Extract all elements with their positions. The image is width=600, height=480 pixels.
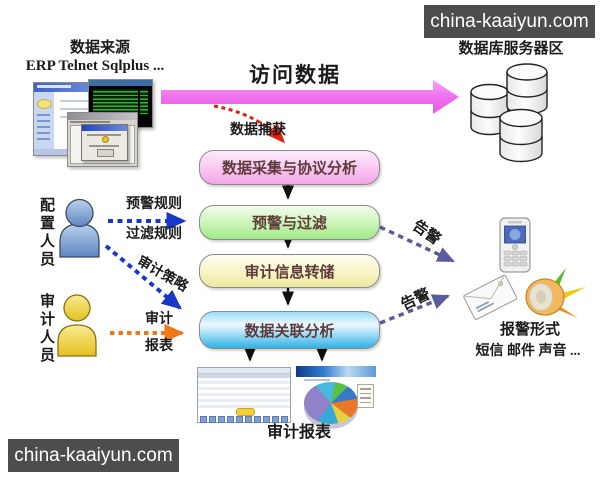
report-table-header xyxy=(198,374,290,378)
source-window-dialog xyxy=(67,112,138,167)
audit-user-icon xyxy=(57,294,97,357)
filter-rule-label: 过滤规则 xyxy=(126,227,182,242)
flow-box-analyze: 数据关联分析 xyxy=(199,311,380,349)
report-table-pagination xyxy=(200,416,288,423)
report-chart-thumbnail xyxy=(296,366,376,428)
modal-text-line2 xyxy=(89,145,119,147)
data-source-title: 数据来源 xyxy=(69,40,130,56)
report-table-thumbnail xyxy=(197,367,291,423)
sound-icon xyxy=(525,268,586,318)
modal-warning-icon xyxy=(102,136,109,143)
dialog-modal xyxy=(81,124,128,161)
terminal-text-column xyxy=(140,89,148,115)
erp-titlebar xyxy=(34,83,117,92)
report-label: 报表 xyxy=(145,339,173,354)
capture-arrow xyxy=(213,104,286,144)
mail-icon xyxy=(463,274,518,320)
pie-chart-icon xyxy=(304,382,358,425)
erp-sidebar xyxy=(34,92,54,149)
watermark-top-right: china-kaaiyun.com xyxy=(424,5,595,38)
access-data-label: 访问数据 xyxy=(249,63,341,87)
policy-arrow xyxy=(104,244,182,310)
flow-box-store: 审计信息转储 xyxy=(199,254,380,288)
report-chart-banner xyxy=(296,366,376,377)
erp-logo-oval xyxy=(37,99,52,109)
warn-rule-label: 预警规则 xyxy=(126,197,182,212)
capture-label: 数据捕获 xyxy=(230,123,286,138)
dialog-menu xyxy=(70,121,110,123)
config-user-label: 配置人员 xyxy=(38,197,54,269)
watermark-bottom-left: china-kaaiyun.com xyxy=(8,439,179,472)
modal-titlebar xyxy=(82,125,127,131)
access-data-arrow xyxy=(161,80,459,114)
database-cluster-icon xyxy=(470,63,548,163)
database-zone-label: 数据库服务器区 xyxy=(458,41,564,57)
audit-report-label: 审计报表 xyxy=(266,424,331,441)
modal-ok-button xyxy=(97,149,114,157)
db-cylinder-front xyxy=(499,108,543,163)
audit-user-label: 审计人员 xyxy=(38,293,54,365)
alarm-subtitle: 短信 邮件 声音 ... xyxy=(475,344,581,359)
data-source-subtitle: ERP Telnet Sqlplus ... xyxy=(25,58,165,74)
modal-text-line xyxy=(87,134,121,136)
config-user-icon xyxy=(59,198,100,258)
phone-icon xyxy=(499,217,531,273)
dialog-titlebar xyxy=(68,113,137,120)
report-table-toolbar xyxy=(198,368,290,374)
flow-box-collect: 数据采集与协议分析 xyxy=(199,150,380,185)
report-table-rows xyxy=(198,378,290,408)
flow-arrows xyxy=(244,184,328,362)
alarm-arrow-bottom xyxy=(379,294,450,325)
report-chart-caption-line xyxy=(304,379,330,381)
terminal-titlebar xyxy=(89,80,152,86)
audit-label: 审计 xyxy=(145,312,173,327)
alarm-title: 报警形式 xyxy=(499,322,560,338)
db-cylinder-back-right xyxy=(506,63,548,115)
pie-chart-legend xyxy=(357,384,374,408)
db-cylinder-back-left xyxy=(470,83,509,136)
report-table-highlight xyxy=(236,408,255,416)
alarm-arrow-top xyxy=(379,225,455,263)
flow-box-alert-filter: 预警与过滤 xyxy=(199,205,380,240)
